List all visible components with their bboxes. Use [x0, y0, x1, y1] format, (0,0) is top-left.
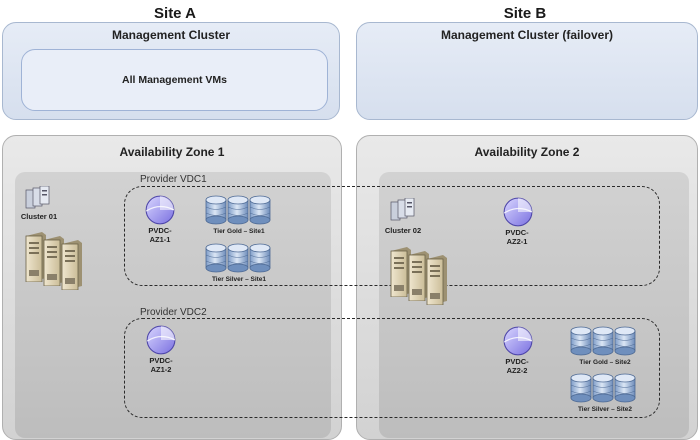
provider-vdc2-boundary [124, 318, 660, 418]
pvdc-az2-1-label-line2: AZ2-1 [506, 237, 528, 246]
pvdc-az1-2-label: PVDC- AZ1-2 [136, 356, 186, 374]
pvdc-az2-1-label: PVDC- AZ2-1 [492, 228, 542, 246]
tier-gold-site2-label: Tier Gold – Site2 [579, 359, 631, 366]
all-management-vms-box: All Management VMs [21, 49, 328, 111]
cluster-02-server-tower-icon [390, 198, 416, 222]
site-a-title: Site A [154, 5, 196, 22]
tier-silver-site2-storage-disk-icon [570, 373, 636, 403]
all-management-vms-label: All Management VMs [121, 74, 228, 86]
availability-zone-2-inner [379, 172, 689, 438]
availability-zone-1-title: Availability Zone 1 [119, 145, 225, 159]
pvdc-az2-2-label-line1: PVDC- [505, 357, 529, 366]
availability-zone-2-title: Availability Zone 2 [474, 145, 580, 159]
pvdc-az1-1-label-line2: AZ1-1 [149, 235, 171, 244]
tier-silver-site2-label: Tier Silver – Site2 [577, 406, 633, 413]
provider-vdc2-label: Provider VDC2 [140, 307, 207, 318]
pvdc-az1-1-pie-icon [144, 194, 176, 226]
pvdc-az2-1-label-line1: PVDC- [505, 228, 529, 237]
cluster-02-server-rack-icon [390, 247, 447, 305]
pvdc-az1-2-pie-icon [145, 324, 177, 356]
tier-gold-site1-label: Tier Gold – Site1 [213, 228, 265, 235]
tier-silver-site1-storage-disk-icon [205, 243, 271, 273]
tier-gold-site1-storage-disk-icon [205, 195, 271, 225]
availability-zone-1-inner [15, 172, 331, 438]
provider-vdc1-label: Provider VDC1 [140, 174, 207, 185]
tier-gold-site2-storage-disk-icon [570, 326, 636, 356]
pvdc-az1-2-label-line1: PVDC- [149, 356, 173, 365]
pvdc-az1-1-label-line1: PVDC- [148, 226, 172, 235]
management-cluster-failover-title: Management Cluster (failover) [440, 28, 614, 42]
pvdc-az1-2-label-line2: AZ1-2 [150, 365, 172, 374]
tier-silver-site1-label: Tier Silver – Site1 [211, 276, 267, 283]
site-b-title: Site B [503, 5, 547, 22]
pvdc-az2-2-pie-icon [502, 325, 534, 357]
availability-zone-2: Availability Zone 2 [356, 135, 698, 440]
management-cluster-site-b: Management Cluster (failover) [356, 22, 698, 120]
cluster-01-label: Cluster 01 [20, 212, 58, 221]
cluster-01-server-rack-icon [25, 232, 82, 290]
cluster-01-server-tower-icon [25, 186, 51, 210]
pvdc-az2-2-label-line2: AZ2-2 [506, 366, 528, 375]
availability-zone-1: Availability Zone 1 [2, 135, 342, 440]
pvdc-az2-2-label: PVDC- AZ2-2 [492, 357, 542, 375]
cluster-02-label: Cluster 02 [384, 226, 422, 235]
management-cluster-site-a: Management Cluster All Management VMs [2, 22, 340, 120]
pvdc-az1-1-label: PVDC- AZ1-1 [135, 226, 185, 244]
pvdc-az2-1-pie-icon [502, 196, 534, 228]
management-cluster-title: Management Cluster [111, 28, 231, 42]
